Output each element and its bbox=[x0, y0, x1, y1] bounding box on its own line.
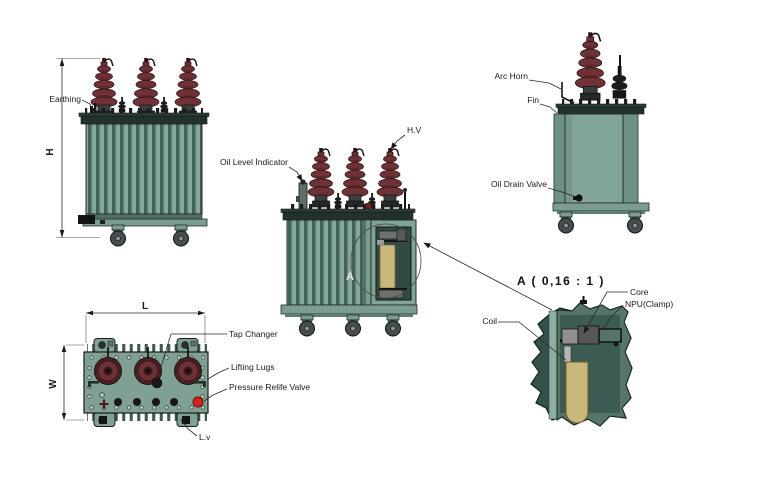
hv-bushing-top-icon bbox=[174, 347, 202, 385]
pressure-valve-leader-line bbox=[203, 388, 228, 402]
hv-bushing-icon bbox=[307, 147, 335, 208]
lifting-hook-right bbox=[194, 381, 206, 388]
caster-wheel-icon bbox=[173, 224, 189, 247]
earthing-leader-line bbox=[81, 99, 96, 117]
caster-wheel-icon bbox=[345, 314, 361, 337]
lv-bushing-icon bbox=[611, 66, 628, 99]
dim-arrow-right-icon bbox=[198, 310, 205, 316]
clamp-block bbox=[577, 325, 600, 345]
small-plug bbox=[99, 392, 105, 398]
detail-callout-arrow bbox=[423, 242, 553, 311]
dim-arrow-left-icon bbox=[86, 310, 93, 316]
detail-view: A ( 0,16 : 1 ) Core NPU(Clamp) Coil bbox=[482, 274, 673, 427]
hv-bushing-icon bbox=[341, 147, 369, 208]
hv-leader-line bbox=[390, 134, 406, 150]
dim-arrow-down-icon bbox=[61, 413, 67, 420]
hv-bushing-icon bbox=[376, 147, 404, 208]
caster-wheel-icon bbox=[627, 211, 643, 234]
lifting-lugs-leader-line bbox=[207, 367, 230, 380]
detail-a-circle bbox=[350, 223, 422, 299]
tank-body bbox=[78, 123, 208, 227]
arc-horn-label: Arc Horn bbox=[494, 71, 528, 81]
dim-l-label: L bbox=[142, 301, 148, 312]
coil-leader-line bbox=[498, 321, 567, 361]
fin-panel-right bbox=[622, 113, 639, 204]
earthing-label: Earthing bbox=[49, 94, 81, 104]
tank-body-cutaway bbox=[280, 219, 418, 317]
fin-teeth-bottom bbox=[87, 412, 207, 421]
tank-lid bbox=[280, 204, 416, 221]
coil-detail bbox=[565, 361, 589, 424]
oil-drain-valve-label: Oil Drain Valve bbox=[491, 179, 547, 189]
core-label: Core bbox=[630, 287, 649, 297]
tank-lid bbox=[555, 99, 647, 115]
pressure-relief-valve-label: Pressure Relife Valve bbox=[229, 382, 310, 392]
arc-horn-leader-line bbox=[528, 79, 562, 90]
caster-wheel-icon bbox=[558, 211, 574, 234]
hv-bushing-icon bbox=[574, 31, 607, 101]
lifting-lug-bracket bbox=[93, 338, 116, 353]
dim-h-label: H bbox=[45, 148, 56, 155]
dim-w-label: W bbox=[48, 379, 59, 389]
dim-arrow-down-icon bbox=[59, 230, 65, 238]
coil-section bbox=[379, 244, 396, 289]
npu-clamp-label: NPU(Clamp) bbox=[625, 299, 673, 309]
pressure-relief-valve-device bbox=[192, 396, 204, 408]
lv-label: L.v bbox=[199, 432, 211, 442]
top-view: L W bbox=[48, 301, 310, 442]
hv-bushing-top-icon bbox=[94, 347, 122, 385]
dim-arrow-up-icon bbox=[61, 345, 67, 352]
npu-clamp-leader-line bbox=[601, 304, 624, 331]
caster-wheel-icon bbox=[385, 314, 401, 337]
core-leader-line bbox=[583, 291, 628, 334]
npu-clamp-bracket bbox=[598, 328, 622, 343]
coil-label: Coil bbox=[482, 316, 497, 326]
fin-leader-line bbox=[539, 103, 558, 114]
fin-panel-left bbox=[553, 113, 566, 204]
lv-rod bbox=[619, 55, 621, 67]
lv-leader-line bbox=[182, 421, 198, 437]
core-block bbox=[561, 328, 579, 345]
section-view: A H.V Oil Level İndicator bbox=[220, 125, 553, 337]
lid-bolt bbox=[580, 296, 587, 304]
tap-changer-leader-line bbox=[156, 333, 227, 381]
lifting-lug-bracket bbox=[93, 412, 116, 427]
earthing-cross bbox=[99, 399, 109, 409]
front-view: H Earthing bbox=[45, 57, 210, 247]
tap-changer-label: Tap Changer bbox=[229, 329, 278, 339]
oil-drain-leader-line bbox=[547, 187, 577, 198]
lifting-hook-left bbox=[88, 381, 99, 388]
tank-lid bbox=[78, 108, 210, 125]
fin-label: Fin bbox=[527, 95, 539, 105]
lifting-lugs-label: Lifting Lugs bbox=[231, 362, 274, 372]
caster-wheel-icon bbox=[110, 224, 126, 247]
dim-arrow-up-icon bbox=[59, 58, 65, 66]
detail-view-title: A ( 0,16 : 1 ) bbox=[517, 274, 605, 288]
dimension-h: H bbox=[45, 58, 100, 238]
lv-bushings-top bbox=[114, 398, 178, 406]
lid-rod bbox=[403, 188, 407, 210]
lifting-lug-bracket bbox=[176, 338, 199, 353]
hv-bushing-top-icon bbox=[134, 347, 162, 385]
oil-level-leader-line bbox=[288, 166, 303, 182]
oil-level-indicator-label: Oil Level İndicator bbox=[220, 157, 288, 167]
hv-label: H.V bbox=[407, 125, 422, 135]
dimension-l: L bbox=[85, 301, 206, 343]
fin-teeth-top bbox=[87, 344, 207, 353]
tank-body-side bbox=[552, 113, 650, 214]
lifting-lug-bracket bbox=[176, 412, 199, 427]
dimension-w: W bbox=[48, 344, 84, 421]
side-view: Arc Horn Fin Oil Drain Valve bbox=[491, 31, 650, 234]
tap-changer-device bbox=[151, 377, 163, 389]
caster-wheel-icon bbox=[299, 314, 315, 337]
detail-a-marker: A bbox=[346, 271, 354, 283]
